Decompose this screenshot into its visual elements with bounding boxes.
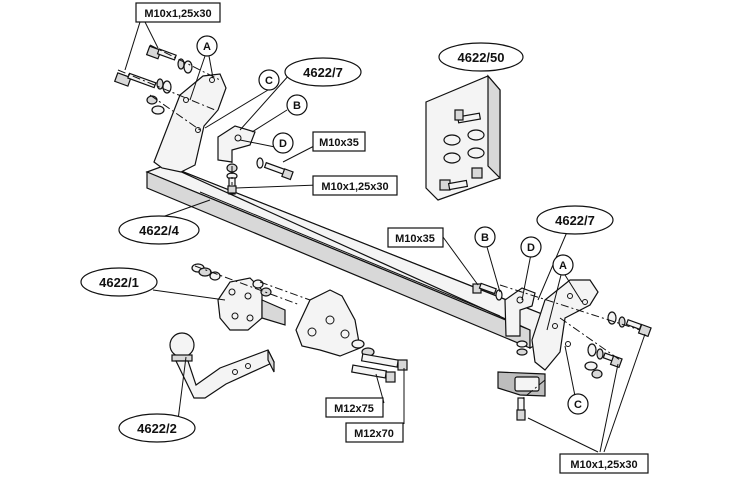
part-towball-pill bbox=[118, 413, 196, 443]
letter-a-left: A bbox=[203, 41, 211, 53]
left-hardware bbox=[113, 44, 294, 195]
part-crossbar: 4622/4 bbox=[139, 223, 180, 238]
bolt-label-bottom-right-box bbox=[559, 453, 649, 474]
bolt-label-m12x75: M12x75 bbox=[334, 403, 374, 415]
letter-d-left-circle bbox=[272, 132, 294, 154]
bolt-label-top-left: M10x1,25x30 bbox=[144, 8, 211, 20]
bolt-label-bracket-mid: M10x1,25x30 bbox=[321, 181, 388, 193]
bolt-label-m12x75-box bbox=[325, 397, 384, 418]
bolt-label-m10x35-left: M10x35 bbox=[319, 137, 359, 149]
letter-c-right-circle bbox=[567, 393, 589, 415]
letter-c-left-circle bbox=[258, 69, 280, 91]
crossbar-4622-4 bbox=[145, 164, 554, 397]
part-bracket-right: 4622/7 bbox=[555, 213, 595, 228]
bolt-label-bottom-right: M10x1,25x30 bbox=[570, 459, 637, 471]
part-towball: 4622/2 bbox=[137, 421, 177, 436]
flange-4622-1 bbox=[191, 263, 311, 331]
bolt-label-bracket-mid-box bbox=[312, 175, 398, 196]
letter-b-left-circle bbox=[286, 94, 308, 116]
part-bracket-left-pill bbox=[284, 57, 362, 87]
letter-c-left: C bbox=[265, 75, 273, 87]
letter-d-left: D bbox=[279, 138, 287, 150]
letter-d-right-circle bbox=[520, 236, 542, 258]
bolt-label-m12x70: M12x70 bbox=[354, 428, 394, 440]
part-kit: 4622/50 bbox=[458, 50, 505, 65]
bolt-label-m12x70-box bbox=[345, 422, 404, 443]
letter-a-right-circle bbox=[552, 254, 574, 276]
bolt-label-m10x35-right-box bbox=[387, 227, 444, 248]
letter-b-right-circle bbox=[474, 226, 496, 248]
right-side-plate bbox=[531, 279, 599, 371]
right-hardware bbox=[472, 282, 652, 421]
letter-b-right: B bbox=[481, 232, 489, 244]
left-bracket bbox=[217, 125, 256, 163]
part-kit-pill bbox=[438, 42, 524, 72]
part-bracket-left: 4622/7 bbox=[303, 65, 343, 80]
letter-d-right: D bbox=[527, 242, 535, 254]
center-flange-plates bbox=[295, 289, 408, 383]
letter-b-left: B bbox=[293, 100, 301, 112]
letter-c-right: C bbox=[574, 399, 582, 411]
towball-4622-2 bbox=[169, 332, 275, 399]
part-crossbar-pill bbox=[118, 215, 200, 245]
bolt-label-top-left-box bbox=[135, 2, 221, 23]
part-flange: 4622/1 bbox=[99, 275, 139, 290]
bolt-label-m10x35-left-box bbox=[312, 131, 366, 152]
part-bracket-right-pill bbox=[536, 205, 614, 235]
letter-a-right: A bbox=[559, 260, 567, 272]
bolt-label-m10x35-right: M10x35 bbox=[395, 233, 435, 245]
part-flange-pill bbox=[80, 267, 158, 297]
kit-inset bbox=[425, 74, 501, 201]
letter-a-left-circle bbox=[196, 35, 218, 57]
